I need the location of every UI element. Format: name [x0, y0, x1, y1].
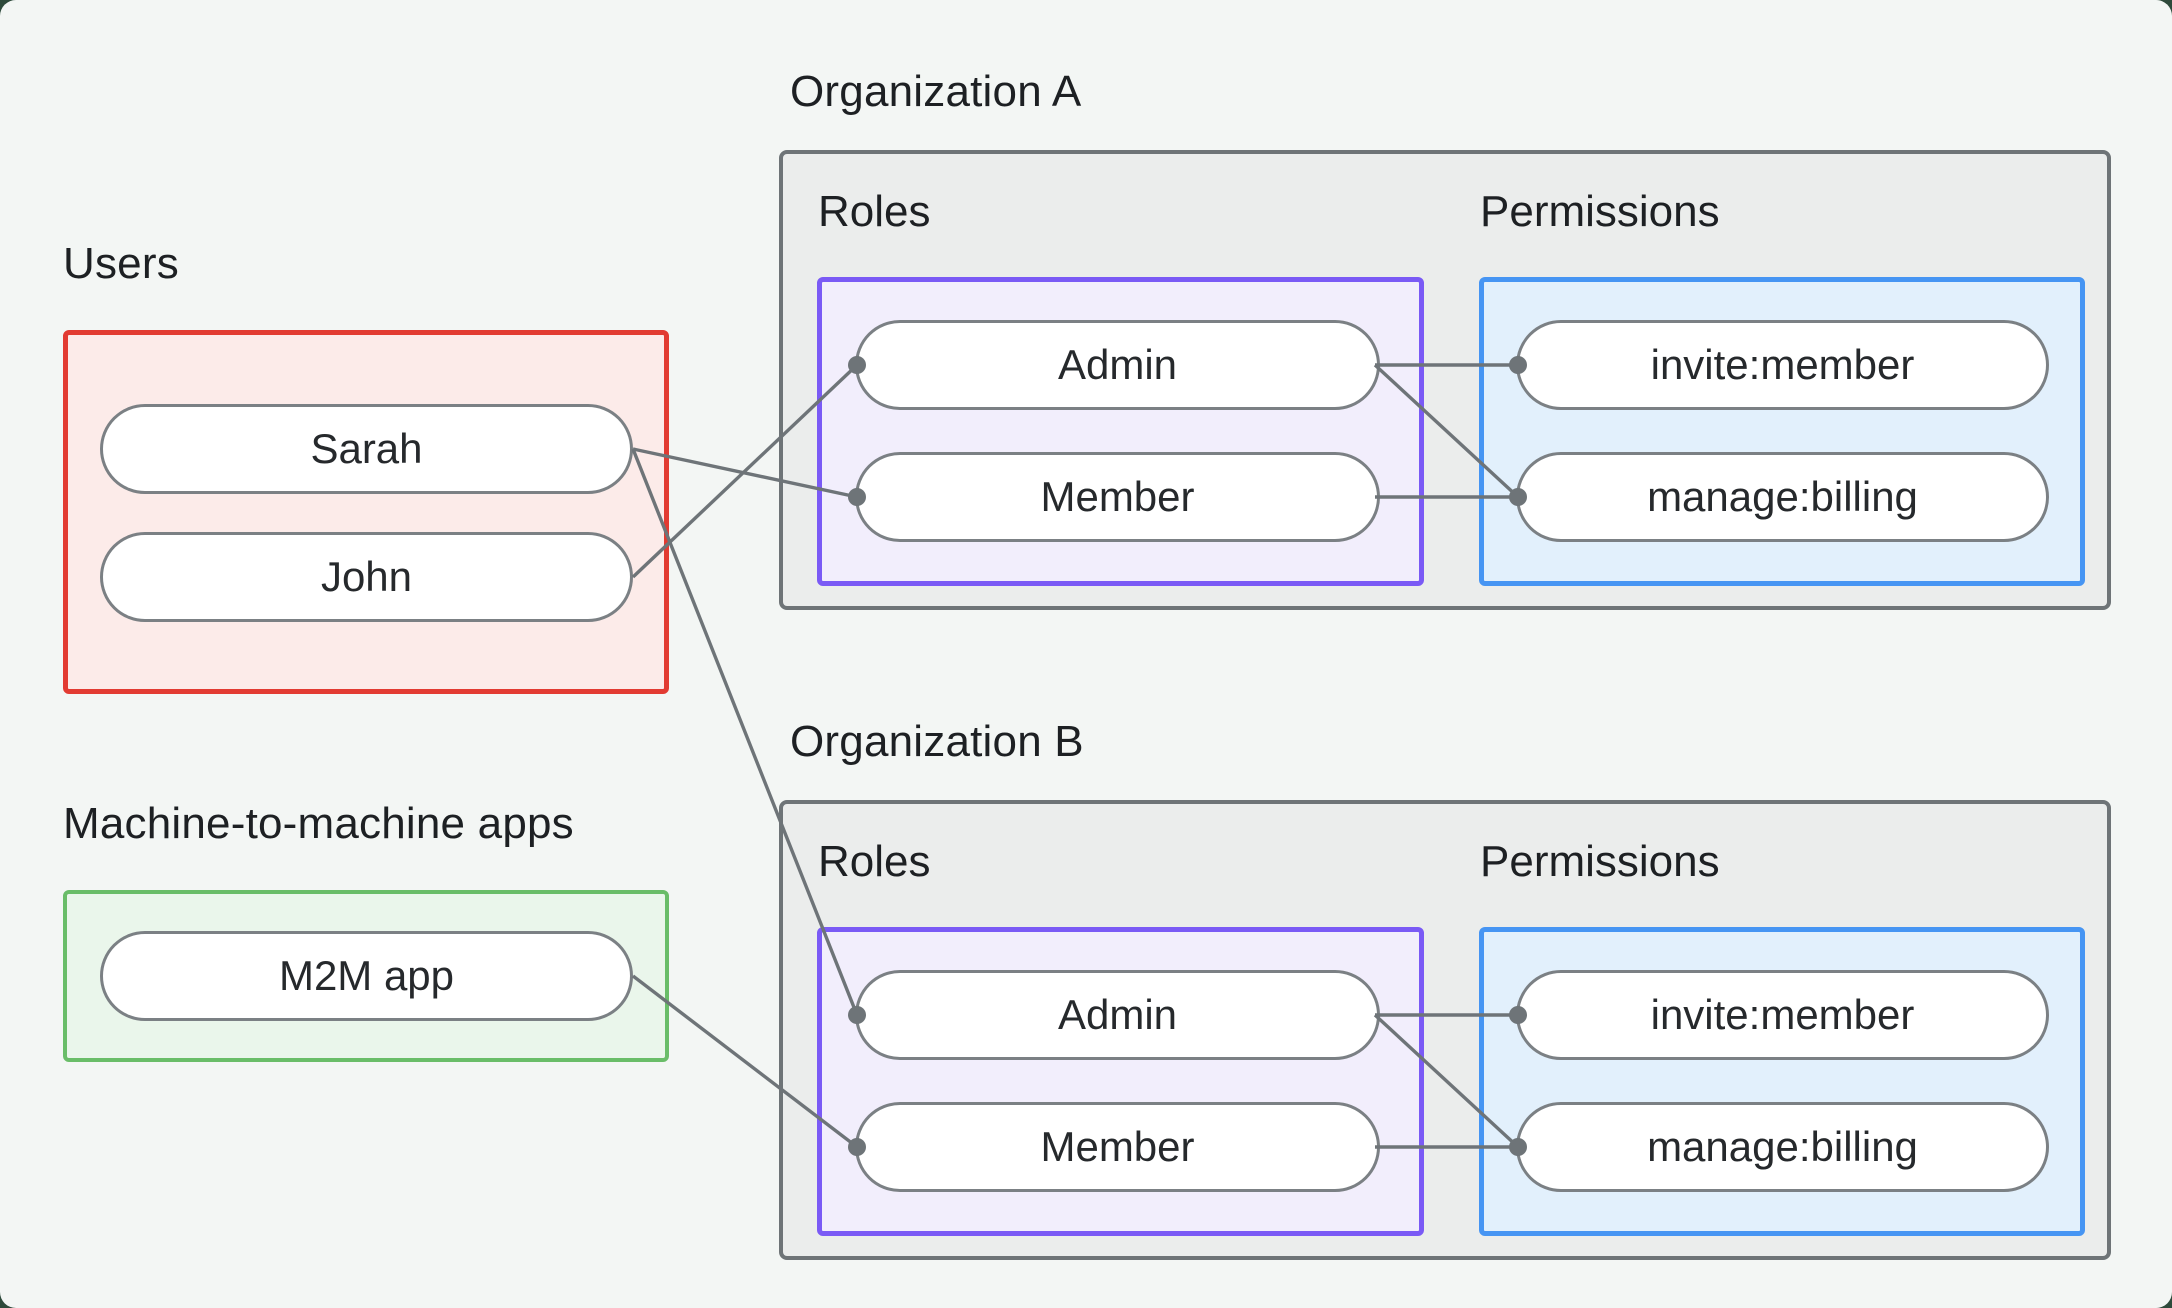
users-group-box: Sarah John	[63, 330, 669, 694]
m2m-group-title: Machine-to-machine apps	[63, 799, 574, 848]
org-a-roles-label: Roles	[818, 186, 931, 236]
org-b-roles-label: Roles	[818, 836, 931, 886]
org-a-section: Organization A Roles Permissions Admin M…	[779, 66, 2111, 610]
org-b-section: Organization B Roles Permissions Admin M…	[779, 716, 2111, 1260]
org-a-title: Organization A	[790, 67, 1082, 116]
org-a-roles-box: Admin Member	[817, 276, 1424, 586]
users-group-title: Users	[63, 239, 179, 288]
org-b-permissions-box: invite:member manage:billing	[1479, 926, 2085, 1236]
org-b-permissions-label: Permissions	[1480, 836, 1720, 886]
m2m-group-box: M2M app	[63, 890, 669, 1062]
org-b-node-invite-member: invite:member	[1516, 969, 2049, 1060]
org-a-box: Roles Permissions Admin Member invite:me…	[779, 149, 2111, 610]
org-a-node-invite-member: invite:member	[1516, 319, 2049, 410]
node-sarah: Sarah	[100, 404, 633, 494]
org-b-node-admin: Admin	[855, 969, 1380, 1060]
org-b-node-member: Member	[855, 1101, 1380, 1192]
org-b-node-manage-billing: manage:billing	[1516, 1101, 2049, 1192]
org-a-permissions-box: invite:member manage:billing	[1479, 276, 2085, 586]
node-john: John	[100, 532, 633, 622]
org-b-box: Roles Permissions Admin Member invite:me…	[779, 799, 2111, 1260]
org-b-roles-box: Admin Member	[817, 926, 1424, 1236]
org-a-node-member: Member	[855, 451, 1380, 542]
org-a-node-admin: Admin	[855, 319, 1380, 410]
org-a-node-manage-billing: manage:billing	[1516, 451, 2049, 542]
node-m2m-app: M2M app	[100, 931, 633, 1021]
org-b-title: Organization B	[790, 717, 1084, 766]
org-a-permissions-label: Permissions	[1480, 186, 1720, 236]
